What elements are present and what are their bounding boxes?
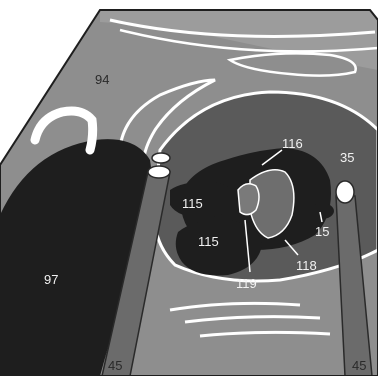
instrument-left-cap — [152, 153, 170, 163]
label-97: 97 — [44, 272, 58, 287]
instrument-right-tip — [336, 181, 354, 203]
label-15: 15 — [315, 224, 329, 239]
label-118: 118 — [296, 258, 317, 273]
label-45-right: 45 — [352, 358, 366, 373]
label-45-left: 45 — [108, 358, 122, 373]
label-116: 116 — [282, 136, 303, 151]
small-node-119 — [238, 184, 259, 215]
label-35: 35 — [340, 150, 354, 165]
instrument-left-tip — [148, 166, 170, 178]
label-94: 94 — [95, 72, 109, 87]
label-115-bottom: 115 — [198, 234, 219, 249]
label-115-top: 115 — [182, 196, 203, 211]
blob-15 — [310, 203, 334, 219]
label-119: 119 — [236, 276, 257, 291]
